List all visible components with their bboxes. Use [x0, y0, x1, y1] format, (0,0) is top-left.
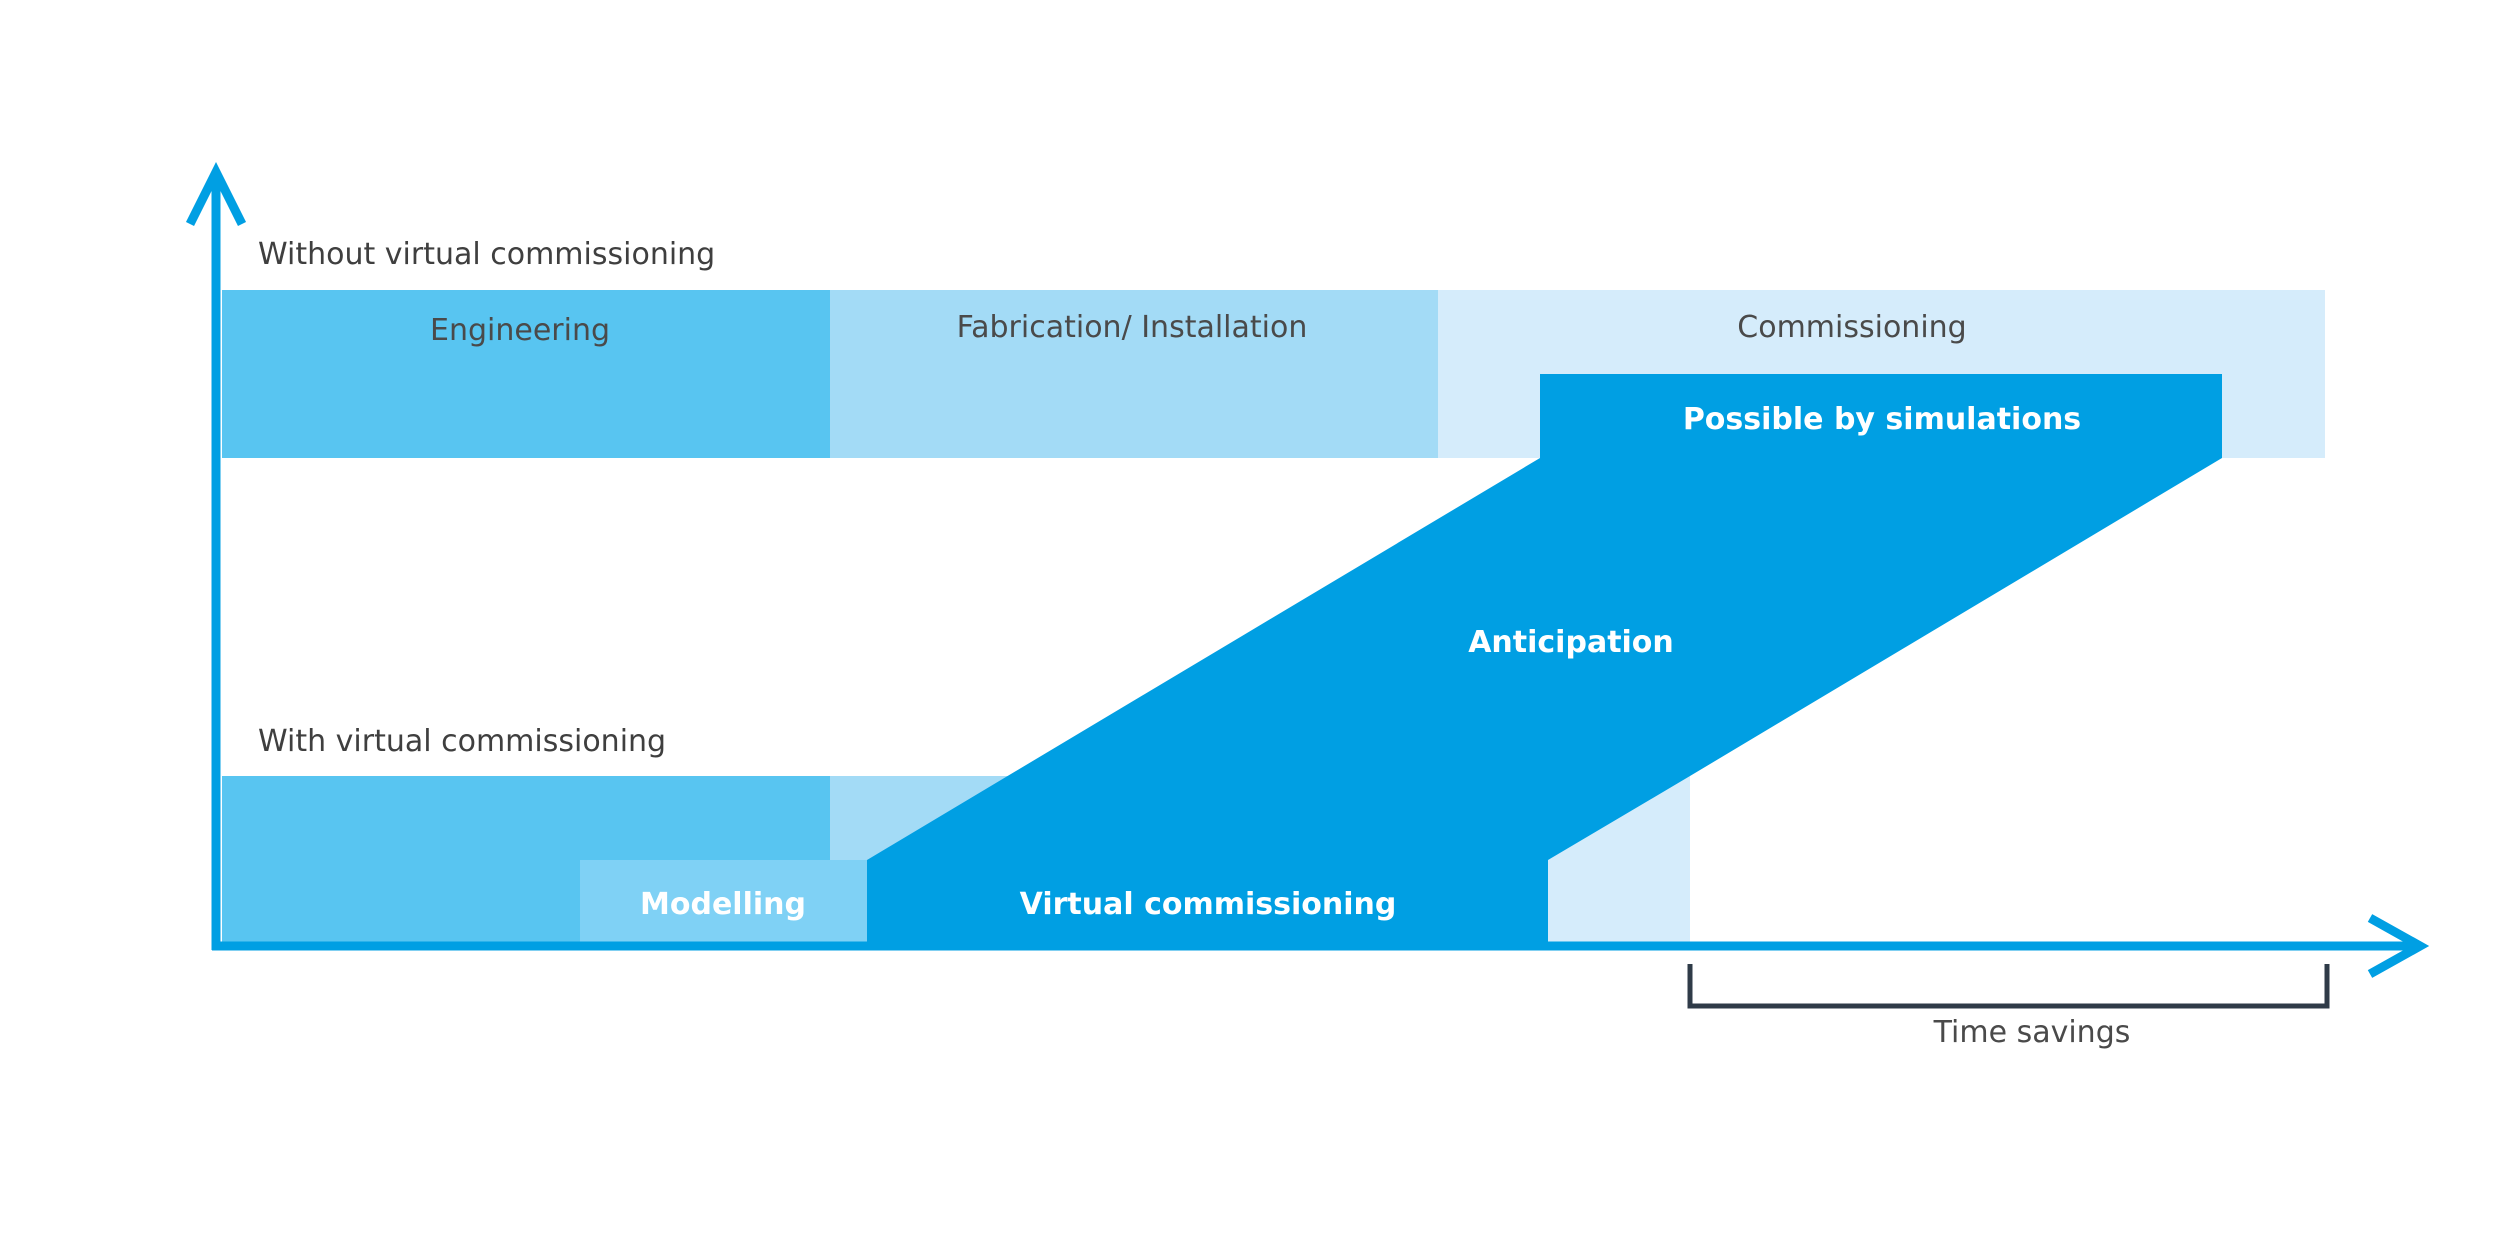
engineering-label: Engineering: [430, 313, 610, 348]
with-row-label: With virtual commissioning: [258, 724, 666, 759]
arrow-up-icon: [185, 161, 247, 227]
fabrication-label: Fabrication/ Installation: [957, 310, 1308, 345]
modelling-label: Modelling: [640, 887, 806, 922]
anticipation-label: Anticipation: [1468, 625, 1674, 660]
modelling-block: [580, 860, 867, 944]
virtual-commissioning-label: Virtual commissioning: [1020, 887, 1397, 922]
without-row-label: Without virtual commissioning: [258, 237, 715, 272]
time-savings-bracket: [1687, 964, 2330, 1009]
without-engineering-bar: [222, 290, 830, 458]
commissioning-label: Commissioning: [1737, 310, 1966, 345]
without-fabrication-bar: [830, 290, 1438, 458]
possible-by-simulations-label: Possible by simulations: [1683, 402, 2081, 437]
arrow-right-icon: [2367, 914, 2430, 978]
time-savings-label: Time savings: [1933, 1015, 2131, 1050]
anticipation-shape: [867, 374, 2222, 944]
